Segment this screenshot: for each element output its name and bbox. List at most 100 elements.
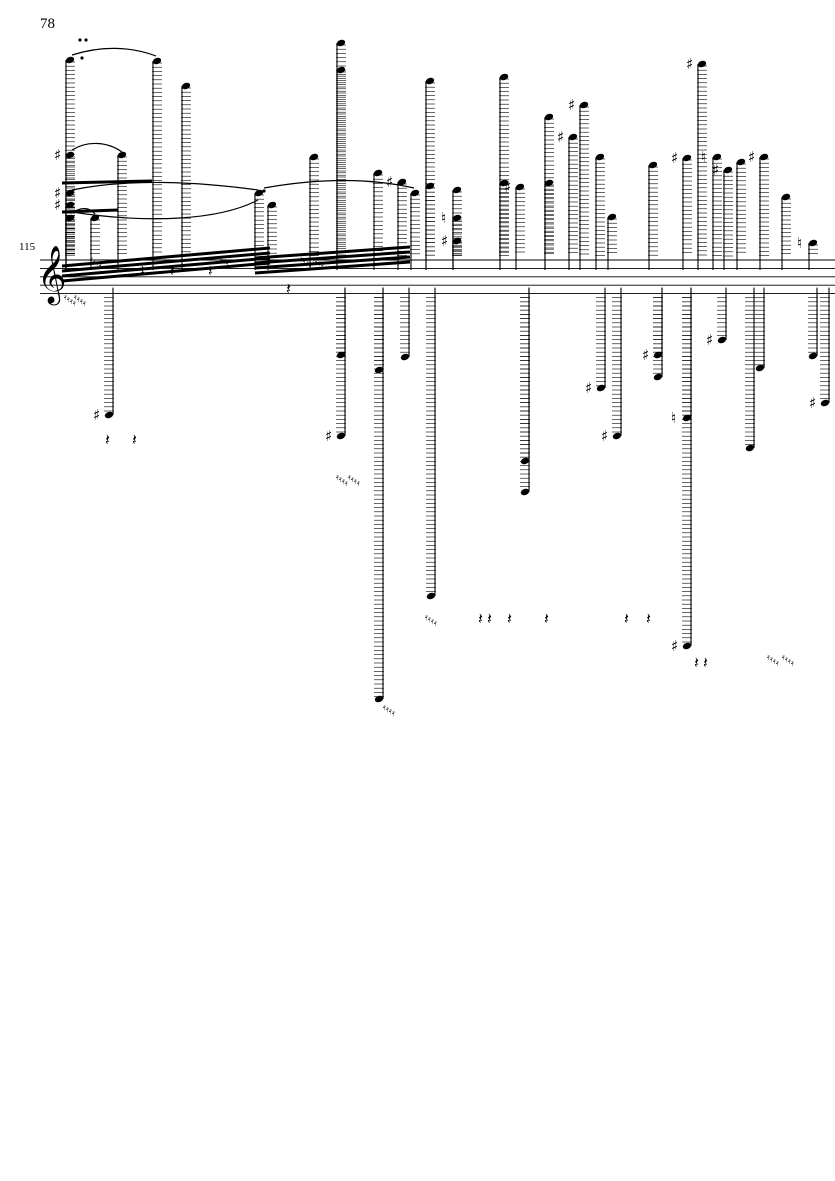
small-rest-icon: 𝄿 — [383, 703, 386, 713]
notehead — [452, 214, 462, 222]
small-rest-icon: 𝄿 — [389, 707, 392, 717]
slur — [71, 199, 259, 220]
sharp-icon: ♯ — [671, 637, 678, 655]
small-rest-icon: 𝄿 — [80, 297, 83, 307]
dot — [84, 38, 88, 42]
notehead — [736, 158, 746, 166]
small-rest-icon: 𝄿 — [428, 615, 431, 625]
notehead — [568, 133, 578, 141]
small-rest-icon: 𝄿 — [93, 257, 96, 267]
notehead — [755, 364, 765, 372]
notehead — [65, 214, 75, 222]
small-rest-icon: 𝄿 — [73, 299, 76, 309]
svg-text:𝄞: 𝄞 — [37, 245, 67, 306]
notehead — [544, 113, 554, 121]
small-rest-icon: 𝄿 — [99, 261, 102, 271]
small-rest-icon: 𝄿 — [300, 255, 303, 265]
slur — [71, 47, 157, 57]
notehead — [425, 182, 435, 190]
quarter-rest-icon: 𝄽 — [487, 609, 492, 628]
notehead — [397, 178, 407, 186]
notehead — [520, 488, 530, 496]
notehead — [697, 60, 707, 68]
small-rest-icon: 𝄿 — [306, 259, 309, 269]
natural-icon: ♮ — [701, 148, 706, 166]
notehead — [712, 153, 722, 161]
notehead — [808, 352, 818, 360]
slur — [71, 181, 259, 191]
slur — [263, 179, 415, 189]
small-rest-icon: 𝄿 — [64, 293, 67, 303]
notehead — [759, 153, 769, 161]
beam-group — [61, 179, 411, 283]
rest-group: 𝄽𝄽𝄽𝄽𝄽𝄽𝄽𝄽𝄽𝄽𝄽𝄽𝄽𝄽𝄿𝄿𝄿𝄿𝄿𝄿𝄿𝄿𝄿𝄿𝄿𝄿𝄿𝄿𝄿𝄿𝄿𝄿𝄿𝄿𝄿𝄿𝄿𝄿𝄿𝄿… — [64, 255, 794, 719]
small-rest-icon: 𝄿 — [348, 473, 351, 483]
quarter-rest-icon: 𝄽 — [646, 609, 651, 628]
slur — [71, 208, 96, 215]
notehead — [117, 151, 127, 159]
quarter-rest-icon: 𝄽 — [544, 609, 549, 628]
small-rest-icon: 𝄿 — [70, 297, 73, 307]
natural-icon: ♮ — [671, 409, 676, 427]
notehead — [400, 353, 410, 361]
quarter-rest-icon: 𝄽 — [694, 653, 699, 672]
small-rest-icon: 𝄿 — [357, 479, 360, 489]
dot — [80, 56, 84, 60]
small-rest-icon: 𝄿 — [785, 655, 788, 665]
beam — [61, 179, 153, 185]
notehead — [104, 411, 114, 419]
small-rest-icon: 𝄿 — [96, 259, 99, 269]
small-rest-icon: 𝄿 — [776, 659, 779, 669]
small-rest-icon: 𝄿 — [318, 259, 321, 269]
small-rest-icon: 𝄿 — [386, 705, 389, 715]
notehead — [781, 193, 791, 201]
sharp-icon: ♯ — [54, 196, 61, 214]
notehead — [373, 169, 383, 177]
sharp-icon: ♯ — [54, 184, 61, 202]
notehead — [820, 399, 830, 407]
small-rest-icon: 𝄿 — [321, 261, 324, 271]
notehead — [452, 186, 462, 194]
notehead — [612, 432, 622, 440]
notehead — [499, 73, 509, 81]
quarter-rest-icon: 𝄽 — [624, 609, 629, 628]
sharp-icon: ♯ — [504, 178, 511, 196]
small-rest-icon: 𝄿 — [773, 657, 776, 667]
sharp-icon: ♯ — [748, 148, 755, 166]
notehead — [181, 82, 191, 90]
staff — [40, 259, 835, 295]
measure-number: 115 — [19, 241, 36, 253]
small-rest-icon: 𝄿 — [223, 257, 226, 267]
notehead — [374, 366, 384, 374]
notehead — [65, 189, 75, 197]
quarter-rest-icon: 𝄽 — [478, 609, 483, 628]
sharp-icon: ♯ — [585, 379, 592, 397]
sharp-icon: ♯ — [671, 149, 678, 167]
small-rest-icon: 𝄿 — [767, 653, 770, 663]
notehead — [65, 151, 75, 159]
small-rest-icon: 𝄿 — [312, 255, 315, 265]
treble-clef-icon: 𝄞 — [37, 245, 67, 306]
notehead — [682, 642, 692, 650]
small-rest-icon: 𝄿 — [339, 475, 342, 485]
notehead — [65, 201, 75, 209]
notehead — [579, 101, 589, 109]
notehead — [499, 179, 509, 187]
sharp-icon: ♯ — [568, 96, 575, 114]
sharp-icon: ♯ — [706, 331, 713, 349]
small-rest-icon: 𝄿 — [83, 299, 86, 309]
small-rest-icon: 𝄿 — [67, 295, 70, 305]
sharp-icon: ♯ — [325, 427, 332, 445]
dot — [78, 38, 82, 42]
small-rest-icon: 𝄿 — [74, 293, 77, 303]
notehead — [425, 77, 435, 85]
quarter-rest-icon: 𝄽 — [140, 261, 145, 280]
quarter-rest-icon: 𝄽 — [208, 261, 213, 280]
small-rest-icon: 𝄿 — [434, 619, 437, 629]
notehead — [544, 179, 554, 187]
small-rest-icon: 𝄿 — [226, 259, 229, 269]
notehead — [745, 444, 755, 452]
beam — [254, 255, 411, 270]
beam — [61, 246, 271, 268]
